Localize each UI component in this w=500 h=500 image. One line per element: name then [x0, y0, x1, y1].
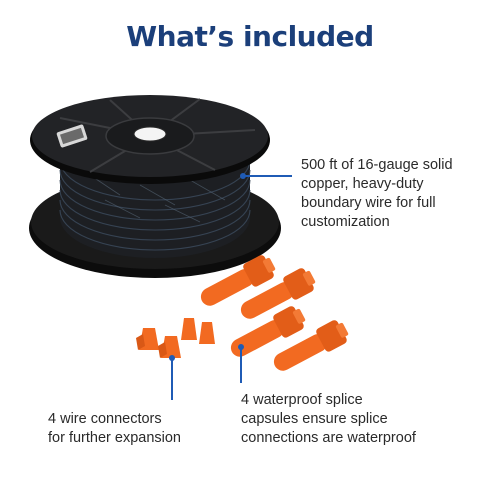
capsules-description-line: connections are waterproof [241, 430, 416, 446]
wire-description-line: copper, heavy-duty [301, 176, 424, 192]
wire-connector-icon [136, 318, 215, 358]
wire-description: 500 ft of 16-gauge solid copper, heavy-d… [301, 156, 453, 232]
wire-spool-image [29, 95, 281, 278]
capsules-description: 4 waterproof splice capsules ensure spli… [241, 391, 416, 448]
connectors-description: 4 wire connectors for further expansion [48, 410, 181, 448]
connectors-description-line: for further expansion [48, 430, 181, 446]
wire-description-line: boundary wire for full [301, 195, 436, 211]
page-title: What’s included [126, 20, 374, 53]
wire-description-line: customization [301, 214, 390, 230]
capsules-description-line: capsules ensure splice [241, 411, 388, 427]
capsules-description-line: 4 waterproof splice [241, 392, 363, 408]
wire-description-line: 500 ft of 16-gauge solid [301, 157, 453, 173]
splice-capsule-icon [200, 255, 349, 371]
connectors-description-line: 4 wire connectors [48, 411, 162, 427]
